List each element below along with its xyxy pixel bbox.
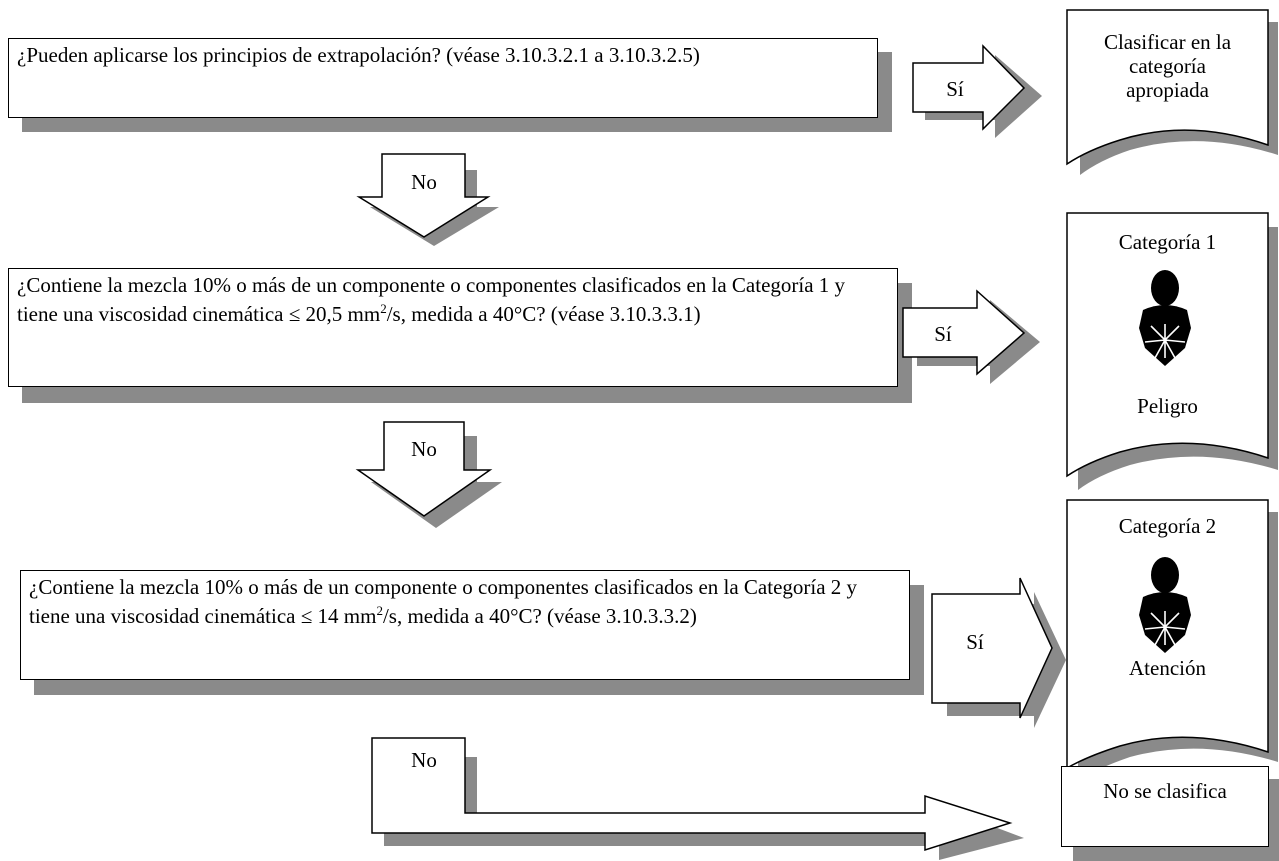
- classify-line-3: apropiada: [1126, 78, 1209, 102]
- question-category-2: ¿Contiene la mezcla 10% o más de un comp…: [20, 570, 910, 680]
- yes-arrow-2: [902, 289, 1040, 384]
- no-arrow-2: [355, 421, 502, 528]
- question-category-1: ¿Contiene la mezcla 10% o más de un comp…: [8, 268, 898, 387]
- no-label-2: No: [411, 437, 437, 461]
- question-category-2-text: ¿Contiene la mezcla 10% o más de un comp…: [29, 575, 858, 628]
- question-extrapolation-text: ¿Pueden aplicarse los principios de extr…: [17, 43, 700, 67]
- question-category-1-text-end: /s, medida a 40°C? (véase 3.10.3.3.1): [386, 302, 701, 326]
- category-1-title: Categoría 1: [1118, 230, 1217, 254]
- no-label-3: No: [411, 748, 437, 772]
- question-category-2-text-end: /s, medida a 40°C? (véase 3.10.3.3.2): [382, 604, 697, 628]
- category-2-signal-word: Atención: [1129, 656, 1206, 680]
- yes-arrow-1: [912, 44, 1042, 138]
- classify-line-2: categoría: [1129, 54, 1206, 78]
- question-category-1-text: ¿Contiene la mezcla 10% o más de un comp…: [17, 273, 846, 326]
- yes-label-3: Sí: [966, 630, 984, 654]
- no-arrow-1: [356, 153, 499, 246]
- classify-document: [1066, 9, 1278, 175]
- not-classified-text: No se clasifica: [1103, 779, 1227, 803]
- category-2-title: Categoría 2: [1118, 514, 1217, 538]
- category-1-signal-word: Peligro: [1137, 394, 1198, 418]
- yes-arrow-3: [931, 577, 1066, 728]
- question-extrapolation: ¿Pueden aplicarse los principios de extr…: [8, 38, 878, 118]
- classify-text: Clasificar en la categoría apropiada: [1067, 30, 1268, 102]
- superscript: 2: [380, 301, 387, 316]
- category-2-document: [1066, 499, 1278, 780]
- superscript: 2: [376, 603, 383, 618]
- not-classified-box: No se clasifica: [1061, 766, 1269, 847]
- no-arrow-3: [371, 737, 1024, 860]
- no-label-1: No: [411, 170, 437, 194]
- yes-label-2: Sí: [934, 322, 952, 346]
- classify-line-1: Clasificar en la: [1103, 30, 1232, 54]
- yes-label-1: Sí: [946, 77, 964, 101]
